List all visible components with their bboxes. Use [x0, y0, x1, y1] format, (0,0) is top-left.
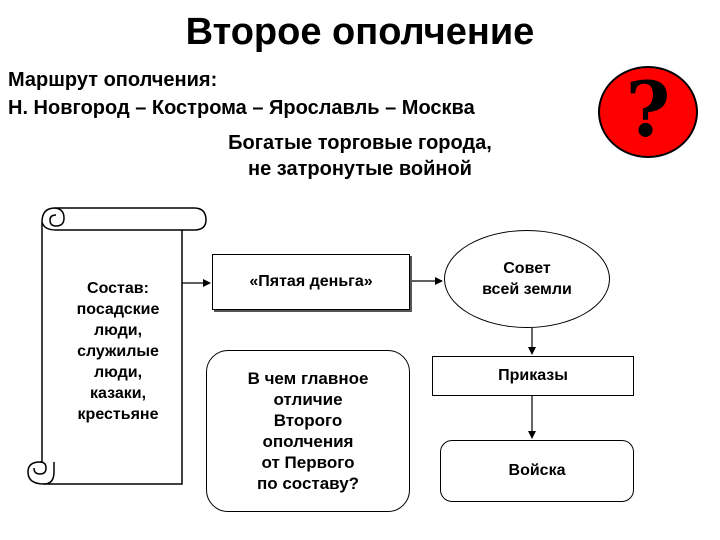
question-line: В чем главное: [247, 369, 369, 388]
troops-box: Войска: [440, 440, 634, 502]
question-line: от Первого: [261, 453, 355, 472]
rich-cities-line-2: не затронутые войной: [248, 158, 472, 180]
question-mark-icon[interactable]: ?: [598, 66, 698, 158]
council-line-2: всей земли: [482, 281, 572, 298]
question-line: по составу?: [256, 474, 360, 493]
council-line-1: Совет: [503, 260, 551, 277]
composition-scroll: [27, 207, 207, 485]
composition-line: казаки,: [89, 385, 147, 402]
composition-line: Состав:: [87, 280, 149, 297]
composition-line: крестьяне: [77, 406, 159, 423]
question-box: В чем главное отличие Второго ополчения …: [206, 350, 410, 512]
question-line: Второго: [273, 411, 343, 430]
composition-line: люди,: [93, 364, 143, 381]
composition-line: посадские: [76, 301, 160, 318]
rich-cities-line-1: Богатые торговые города,: [228, 132, 492, 154]
route-cities: Н. Новгород – Кострома – Ярославль – Мос…: [8, 97, 475, 119]
troops-label: Войска: [508, 462, 566, 479]
composition-text: Состав: посадские люди, служилые люди, к…: [56, 278, 180, 425]
route-text: Маршрут ополчения: Н. Новгород – Костром…: [8, 66, 475, 122]
prikazy-box: Приказы: [432, 356, 634, 396]
composition-line: служилые: [77, 343, 159, 360]
page-title: Второе ополчение: [185, 11, 535, 53]
rich-cities-text: Богатые торговые города, не затронутые в…: [160, 130, 560, 182]
question-line: отличие: [273, 390, 343, 409]
question-mark-glyph: ?: [625, 65, 671, 154]
composition-line: люди,: [93, 322, 143, 339]
fifth-money-label: «Пятая деньга»: [249, 273, 373, 290]
prikazy-label: Приказы: [498, 367, 568, 384]
route-heading: Маршрут ополчения:: [8, 69, 218, 91]
fifth-money-box: «Пятая деньга»: [212, 254, 410, 310]
question-line: ополчения: [262, 432, 354, 451]
council-ellipse: Совет всей земли: [444, 230, 610, 328]
